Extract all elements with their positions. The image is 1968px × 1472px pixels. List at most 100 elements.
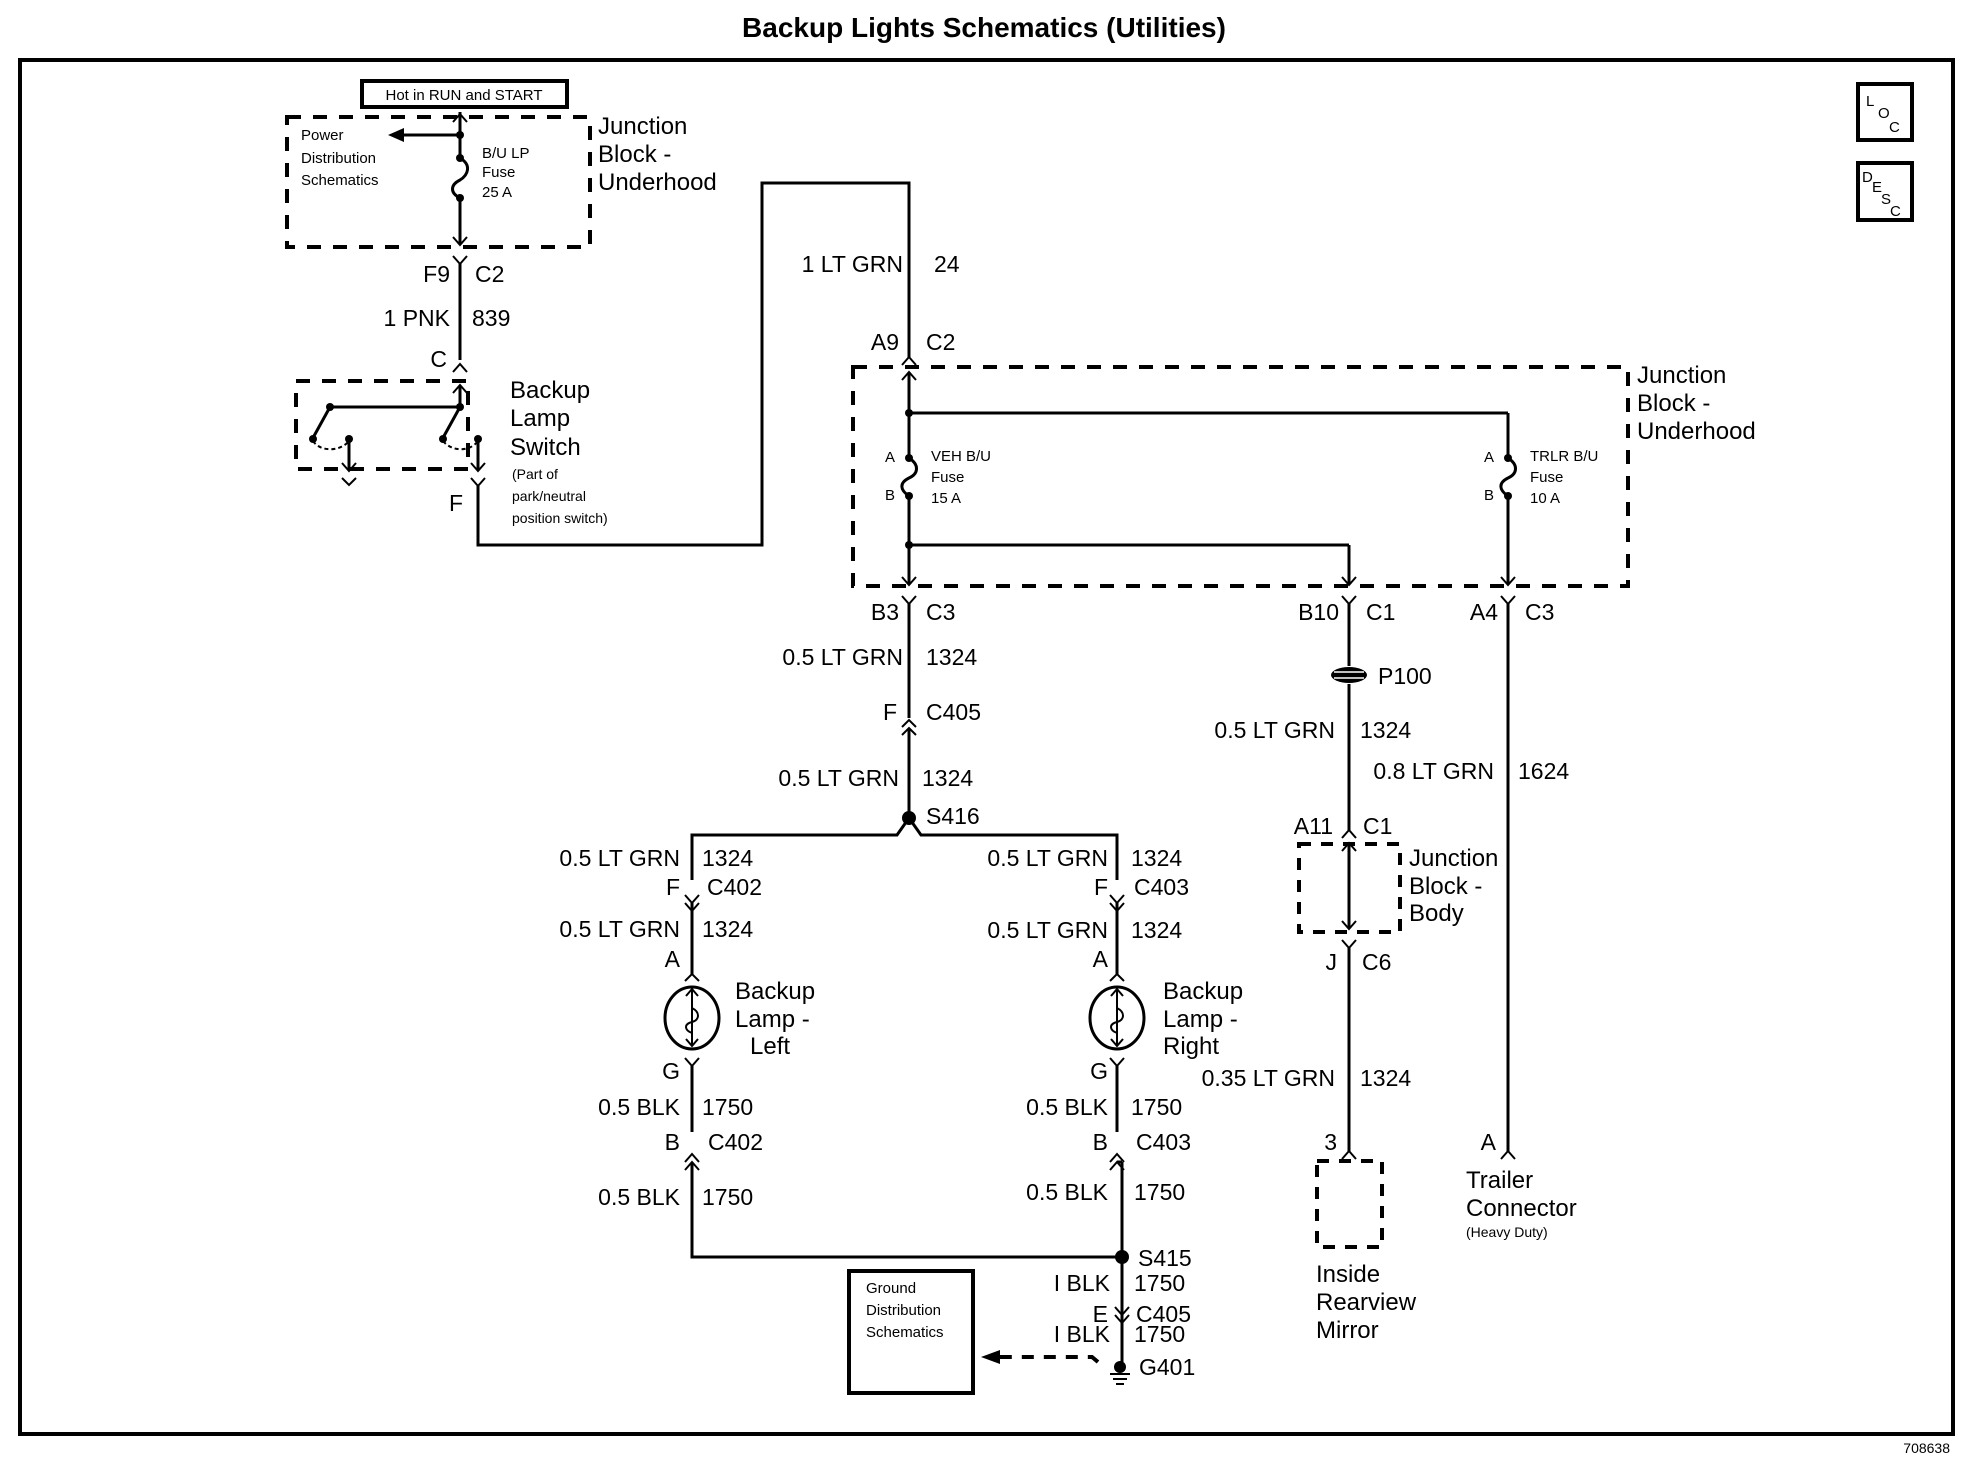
svg-text:Left: Left — [750, 1033, 790, 1060]
loc-letter: L — [1866, 93, 1874, 110]
pass-through-label: P100 — [1378, 663, 1432, 689]
svg-text:Junction: Junction — [598, 113, 687, 140]
svg-text:(Part of: (Part of — [512, 466, 558, 482]
svg-text:Power: Power — [301, 127, 344, 144]
wire-circuit: 24 — [934, 251, 960, 277]
jb-body-label: Junction Block - Body — [1409, 845, 1498, 927]
jb-underhood-label: Junction Block - Underhood — [598, 113, 717, 196]
svg-text:Fuse: Fuse — [931, 469, 964, 486]
diagram-frame — [18, 58, 1955, 1436]
wire-gauge: 0.5 LT GRN — [987, 845, 1108, 871]
wire-circuit: 1324 — [702, 845, 753, 871]
conn-c402: C402 — [708, 1129, 763, 1155]
switch-contact-icon — [312, 406, 332, 437]
svg-text:Schematics: Schematics — [301, 172, 379, 189]
wire-gauge: I BLK — [1054, 1270, 1111, 1296]
veh-bu-fuse-label: VEH B/U Fuse 15 A — [931, 448, 991, 507]
loc-button[interactable]: L O C — [1856, 82, 1914, 142]
backup-lamp-right-label: Backup Lamp - Right — [1163, 978, 1243, 1060]
arrow-left-icon — [388, 128, 404, 142]
desc-letter: S — [1881, 191, 1891, 208]
conn-c6: C6 — [1362, 949, 1391, 975]
wire-circuit: 1324 — [1131, 917, 1182, 943]
wire-circuit: 1324 — [1131, 845, 1182, 871]
svg-text:Lamp -: Lamp - — [1163, 1006, 1238, 1033]
wire-gauge: I BLK — [1054, 1321, 1111, 1347]
svg-text:Fuse: Fuse — [1530, 469, 1563, 486]
svg-text:Hot in RUN and START: Hot in RUN and START — [386, 87, 543, 104]
fuse-pin-a: A — [1484, 449, 1494, 466]
pin-b: B — [1093, 1129, 1108, 1155]
wire-gauge: 0.5 LT GRN — [559, 916, 680, 942]
svg-text:Distribution: Distribution — [866, 1302, 941, 1319]
wire-gauge: 0.5 LT GRN — [987, 917, 1108, 943]
svg-text:Fuse: Fuse — [482, 164, 515, 181]
pin-a: A — [665, 946, 681, 972]
trailer-connector-label: Trailer Connector (Heavy Duty) — [1466, 1167, 1577, 1240]
pin-c: C — [430, 346, 447, 372]
arrow-left-icon — [981, 1350, 1000, 1364]
svg-text:(Heavy Duty): (Heavy Duty) — [1466, 1224, 1548, 1240]
pds-reference[interactable]: Power Distribution Schematics — [301, 127, 379, 189]
pin-f9: F9 — [423, 261, 450, 287]
document-id: 708638 — [1903, 1440, 1950, 1456]
ground-icon — [1110, 1361, 1130, 1385]
desc-letter: E — [1872, 179, 1882, 196]
wire-gauge: 0.5 LT GRN — [1214, 717, 1335, 743]
wire-gauge: 0.5 BLK — [1026, 1094, 1108, 1120]
backup-lamp-switch-label: Backup Lamp Switch (Part of park/neutral… — [510, 377, 608, 526]
desc-letter: D — [1862, 169, 1873, 186]
svg-text:15 A: 15 A — [931, 490, 961, 507]
pass-through-p100-icon — [1331, 667, 1367, 683]
wire-circuit: 1750 — [1134, 1179, 1185, 1205]
svg-text:Trailer: Trailer — [1466, 1167, 1533, 1194]
svg-text:25 A: 25 A — [482, 184, 512, 201]
diagram-title: Backup Lights Schematics (Utilities) — [742, 12, 1226, 43]
svg-text:B3: B3 — [871, 599, 899, 625]
jb-underhood-main-label: Junction Block - Underhood — [1637, 362, 1756, 445]
pin-f: F — [883, 699, 897, 725]
fuse-icon — [451, 156, 469, 200]
wire-circuit: 1324 — [922, 765, 973, 791]
svg-text:Lamp: Lamp — [510, 405, 570, 432]
desc-button[interactable]: D E S C — [1856, 161, 1914, 222]
wire-gauge: 0.5 LT GRN — [778, 765, 899, 791]
svg-text:Connector: Connector — [1466, 1195, 1577, 1222]
conn-c1: C1 — [1363, 813, 1392, 839]
wire-24 — [476, 181, 911, 547]
desc-letter: C — [1890, 203, 1901, 220]
fuse-pin-a: A — [885, 449, 895, 466]
wire-circuit: 1750 — [1134, 1321, 1185, 1347]
svg-text:Schematics: Schematics — [866, 1324, 944, 1341]
connector-f9-c2 — [452, 255, 468, 266]
connector-a4-c3 — [1500, 595, 1516, 606]
svg-text:VEH B/U: VEH B/U — [931, 448, 991, 465]
wire-gauge: 0.5 BLK — [598, 1094, 680, 1120]
svg-text:Block -: Block - — [1637, 390, 1710, 417]
conn-c403: C403 — [1136, 1129, 1191, 1155]
wire-gauge: 1 LT GRN — [802, 251, 903, 277]
wire-circuit: 1750 — [702, 1094, 753, 1120]
fuse-pin-b: B — [885, 487, 895, 504]
conn-c2: C2 — [926, 329, 955, 355]
svg-text:Underhood: Underhood — [598, 169, 717, 196]
wire-gauge: 0.5 BLK — [598, 1184, 680, 1210]
svg-text:C3: C3 — [926, 599, 955, 625]
connector-b10-c1 — [1341, 595, 1357, 606]
wire-gauge: 0.5 BLK — [1026, 1179, 1108, 1205]
wire-circuit: 1624 — [1518, 758, 1569, 784]
gds-reference[interactable]: Ground Distribution Schematics — [847, 1269, 975, 1395]
svg-text:Backup: Backup — [510, 377, 590, 404]
svg-text:Backup: Backup — [735, 978, 815, 1005]
wire-circuit: 1324 — [1360, 1065, 1411, 1091]
splice-label: S416 — [926, 803, 980, 829]
svg-text:Block -: Block - — [598, 141, 671, 168]
splice-label: S415 — [1138, 1245, 1192, 1271]
trlr-fuse-icon — [1499, 456, 1517, 498]
conn-c405: C405 — [926, 699, 981, 725]
svg-text:B/U LP: B/U LP — [482, 145, 530, 162]
svg-text:Junction: Junction — [1637, 362, 1726, 389]
wire-circuit: 1750 — [1131, 1094, 1182, 1120]
svg-text:Backup: Backup — [1163, 978, 1243, 1005]
